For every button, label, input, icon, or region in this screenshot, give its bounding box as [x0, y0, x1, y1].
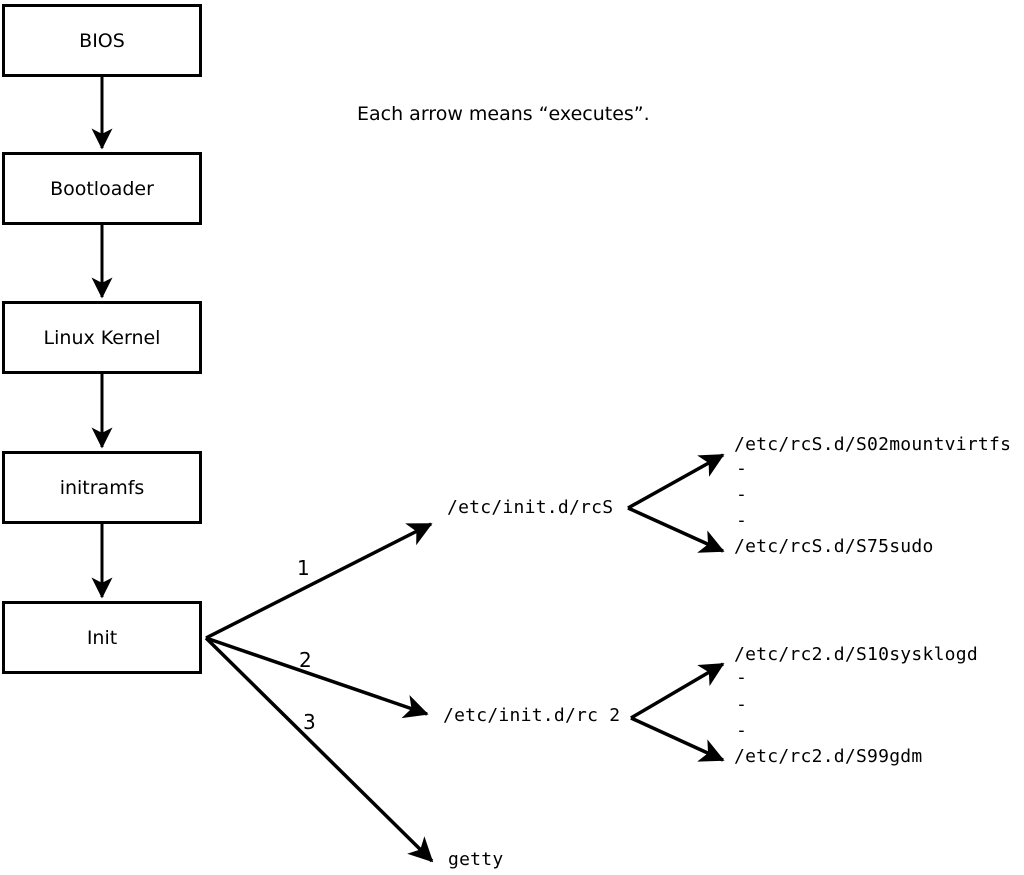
node-rcS-last-script: /etc/rcS.d/S75sudo — [734, 536, 934, 557]
rcS-ellipsis-dash: - — [736, 484, 748, 505]
rcS-ellipsis-dash: - — [736, 458, 748, 479]
rc2-ellipsis-dash: - — [736, 720, 748, 741]
branch-order-1: 1 — [297, 556, 310, 580]
arrow-rcS-to-first-script — [627, 453, 725, 510]
arrow-init-to-rc2 — [205, 636, 429, 719]
node-bios: BIOS — [2, 4, 202, 77]
node-bootloader-label: Bootloader — [50, 177, 154, 200]
node-init: Init — [2, 601, 202, 674]
node-linux-kernel-label: Linux Kernel — [43, 326, 161, 349]
arrow-rc2-to-last-script — [630, 716, 725, 762]
node-etc-init-d-rc2: /etc/init.d/rc 2 — [443, 705, 621, 726]
node-getty: getty — [448, 849, 504, 870]
branch-order-2: 2 — [299, 648, 312, 672]
node-etc-init-d-rcS: /etc/init.d/rcS — [447, 497, 614, 518]
node-bios-label: BIOS — [79, 29, 125, 52]
node-initramfs: initramfs — [2, 451, 202, 524]
rcS-ellipsis-dash: - — [736, 510, 748, 531]
arrow-rcS-to-last-script — [627, 506, 725, 553]
arrow-rc2-to-first-script — [630, 662, 725, 720]
branch-order-3: 3 — [303, 710, 316, 734]
rc2-ellipsis-dash: - — [736, 667, 748, 688]
node-init-label: Init — [86, 626, 118, 649]
arrow-init-to-rcS — [205, 522, 433, 640]
node-rcS-first-script: /etc/rcS.d/S02mountvirtfs — [734, 434, 1012, 455]
arrow-init-to-getty — [204, 636, 434, 863]
node-bootloader: Bootloader — [2, 152, 202, 225]
node-initramfs-label: initramfs — [59, 476, 145, 499]
node-rc2-first-script: /etc/rc2.d/S10sysklogd — [734, 644, 978, 665]
node-linux-kernel: Linux Kernel — [2, 301, 202, 374]
node-rc2-last-script: /etc/rc2.d/S99gdm — [734, 746, 923, 767]
rc2-ellipsis-dash: - — [736, 694, 748, 715]
legend-note: Each arrow means “executes”. — [357, 103, 650, 125]
